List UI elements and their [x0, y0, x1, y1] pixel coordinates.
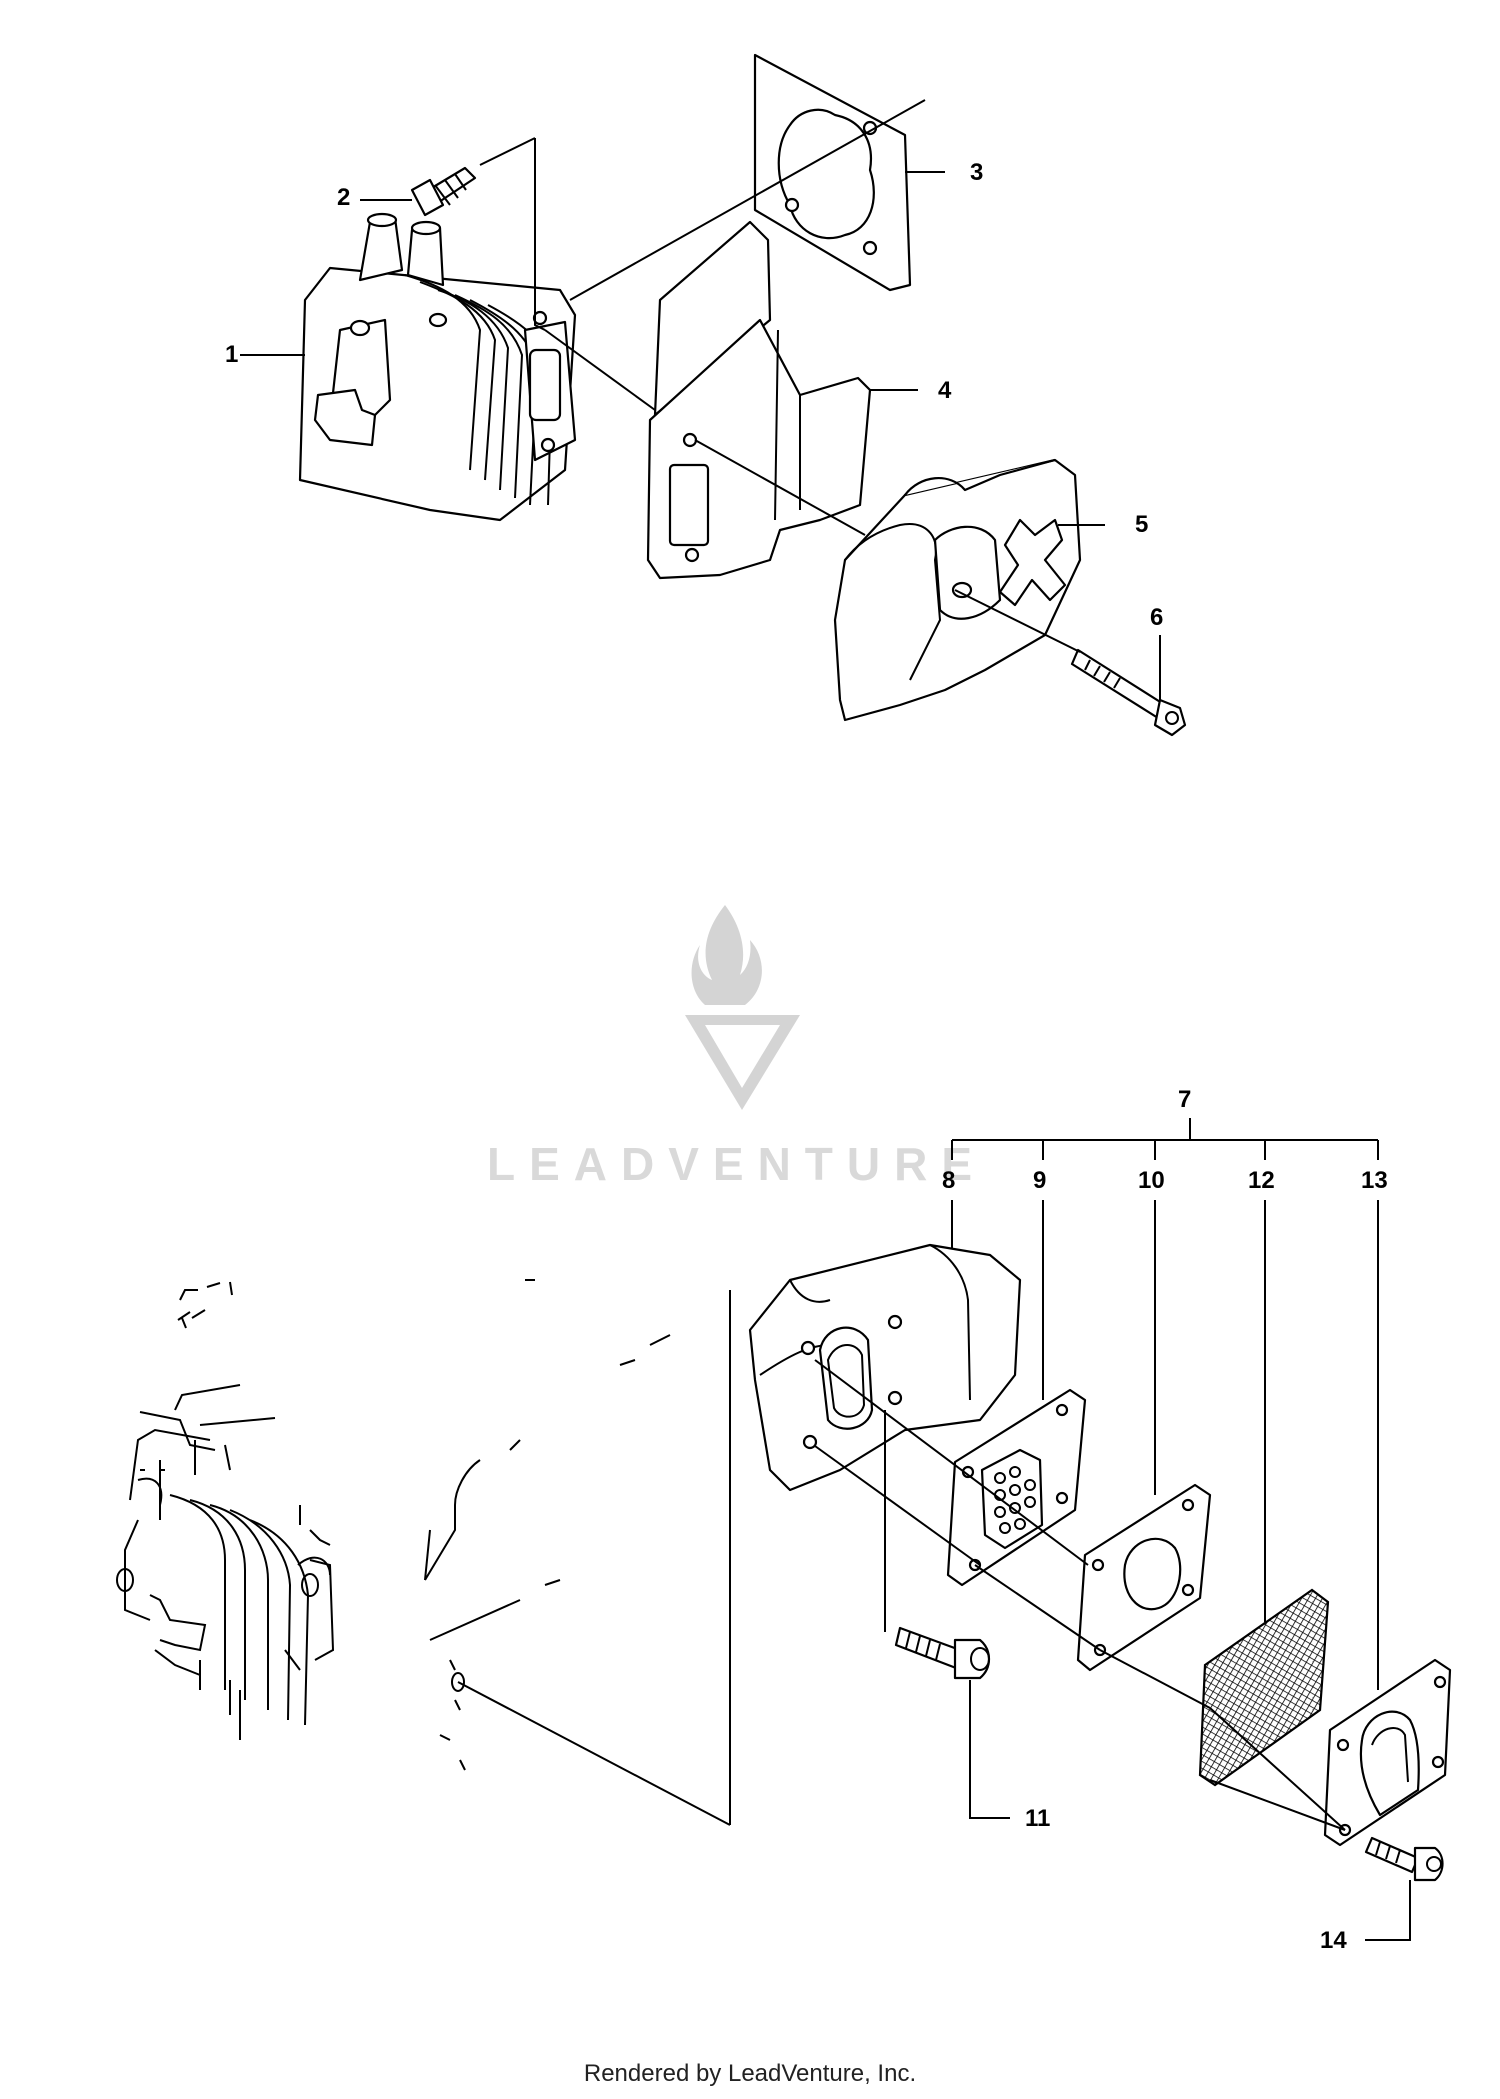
footer-credit: Rendered by LeadVenture, Inc. [583, 2060, 917, 2087]
callout-6: 6 [1150, 604, 1163, 631]
part-13-deflector[interactable] [1323, 1658, 1452, 1847]
part-10-gasket-plate[interactable] [1076, 1483, 1212, 1672]
part-5-muffler[interactable] [833, 458, 1082, 722]
part-2-screw[interactable] [410, 166, 477, 217]
part-3-gasket[interactable] [753, 53, 912, 292]
part-8-muffler[interactable] [748, 1243, 1022, 1492]
part-4-heat-shield[interactable] [646, 220, 872, 580]
callout-4: 4 [938, 377, 952, 404]
part-14-screw[interactable] [1364, 1836, 1444, 1882]
part-1-cylinder[interactable] [298, 212, 577, 522]
callout-3: 3 [970, 159, 983, 186]
leadventure-watermark: LEADVENTURE [487, 905, 986, 1190]
callout-5: 5 [1135, 511, 1148, 538]
part-6-bolt[interactable] [1070, 648, 1187, 737]
bottom-leader-lines [457, 1118, 1411, 1941]
callout-2: 2 [337, 184, 350, 211]
top-leader-lines [240, 99, 1161, 700]
callout-12: 12 [1248, 1167, 1275, 1194]
callout-13: 13 [1361, 1167, 1388, 1194]
part-9-gasket[interactable] [946, 1388, 1087, 1587]
callout-8: 8 [942, 1167, 955, 1194]
part-12-screen[interactable] [1198, 1588, 1330, 1787]
callout-11: 11 [1025, 1805, 1050, 1832]
ghost-heat-shield [424, 1279, 671, 1771]
callout-9: 9 [1033, 1167, 1046, 1194]
callout-10: 10 [1138, 1167, 1165, 1194]
watermark-brand: LEADVENTURE [487, 1138, 986, 1190]
part-11-bolt[interactable] [894, 1626, 991, 1680]
callout-14: 14 [1320, 1927, 1347, 1954]
callout-1: 1 [225, 341, 238, 368]
top-callouts: 1 2 3 4 5 6 [225, 159, 1163, 631]
callout-7: 7 [1178, 1086, 1191, 1113]
bottom-callouts: 7 8 9 10 12 13 11 14 [942, 1086, 1388, 1954]
ghost-cylinder [116, 1281, 335, 1740]
